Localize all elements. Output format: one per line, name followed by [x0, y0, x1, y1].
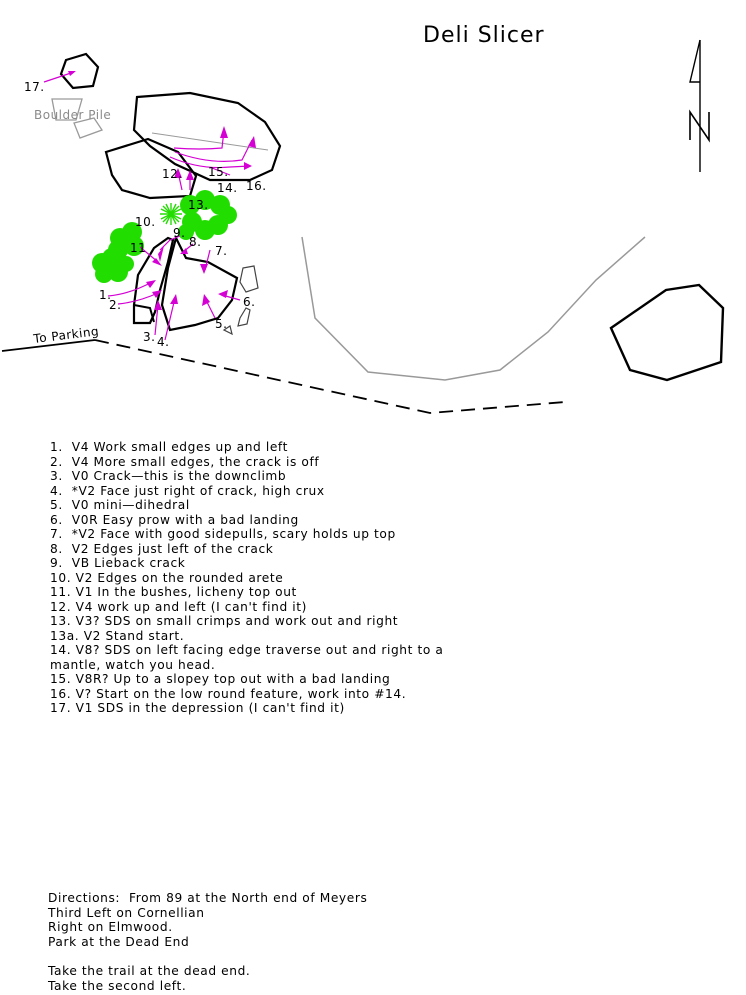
directions-line: Right on Elmwood. [48, 920, 173, 935]
parking-trail [1, 339, 566, 414]
marker-14: 14. [217, 181, 238, 195]
boulder-map: Deli Slicer Boulder Pile [1, 23, 725, 414]
route-5: 5. V0 mini—dihedral [50, 498, 190, 512]
route-17: 17. V1 SDS in the depression (I can't fi… [50, 701, 345, 715]
boulder-pile-label: Boulder Pile [34, 108, 111, 122]
route-6: 6. V0R Easy prow with a bad landing [50, 512, 299, 527]
marker-8: 8. [189, 235, 201, 249]
marker-15: 15. [208, 165, 229, 179]
route-8: 8. V2 Edges just left of the crack [50, 541, 274, 556]
route-14: 14. V8? SDS on left facing edge traverse… [50, 643, 444, 657]
route-15: 15. V8R? Up to a slopey top out with a b… [50, 672, 391, 686]
boulder-main-south-right [160, 234, 239, 332]
small-boulders [222, 265, 259, 336]
route-3: 3. V0 Crack—this is the downclimb [50, 469, 287, 483]
directions-line: Park at the Dead End [48, 934, 190, 949]
route-markers: 1. 2. 3. 4. 5. 6. 7. 8. 9. 10. 11 12. 13… [24, 80, 267, 349]
tree-icon [160, 203, 182, 225]
marker-7: 7. [215, 244, 227, 258]
route-9: 9. VB Lieback crack [50, 556, 186, 570]
bushes [92, 190, 237, 283]
route-14-cont: mantle, watch you head. [50, 657, 216, 672]
marker-10: 10. [135, 215, 156, 229]
boulder-east [609, 283, 725, 382]
route-10: 10. V2 Edges on the rounded arete [50, 570, 284, 585]
route-12: 12. V4 work up and left (I can't find it… [50, 599, 307, 614]
marker-6: 6. [243, 295, 255, 309]
route-4: 4. *V2 Face just right of crack, high cr… [50, 483, 325, 498]
route-list: 1. V4 Work small edges up and left 2. V4… [50, 440, 443, 716]
marker-12: 12. [162, 167, 183, 181]
marker-1: 1. [99, 288, 111, 302]
gray-trail [301, 236, 646, 381]
marker-4: 4. [157, 335, 169, 349]
route-16: 16. V? Start on the low round feature, w… [50, 686, 407, 701]
boulder-17 [59, 52, 100, 90]
route-13: 13. V3? SDS on small crimps and work out… [50, 614, 399, 628]
map-title: Deli Slicer [423, 23, 545, 48]
directions-line: Directions: From 89 at the North end of … [48, 891, 368, 905]
directions: Directions: From 89 at the North end of … [48, 891, 367, 993]
marker-5: 5. [215, 317, 227, 331]
spacer [48, 949, 367, 964]
marker-13: 13. [188, 198, 209, 212]
marker-9: 9. [173, 226, 185, 240]
boulder-pile [51, 98, 103, 139]
marker-2: 2. [109, 298, 121, 312]
north-label: N [691, 139, 692, 141]
marker-16: 16. [246, 179, 267, 193]
route-2: 2. V4 More small edges, the crack is off [50, 454, 320, 469]
trail-line: Take the second left. [48, 978, 187, 993]
route-13a: 13a. V2 Stand start. [50, 628, 185, 643]
route-11: 11. V1 In the bushes, licheny top out [50, 585, 297, 599]
directions-line: Third Left on Cornellian [48, 905, 205, 920]
route-7: 7. *V2 Face with good sidepulls, scary h… [50, 527, 396, 541]
trail-line: Take the trail at the dead end. [48, 963, 251, 978]
marker-3: 3. [143, 330, 155, 344]
north-arrow-icon [689, 39, 710, 172]
marker-17: 17. [24, 80, 45, 94]
route-1: 1. V4 Work small edges up and left [50, 440, 288, 454]
marker-11: 11 [130, 241, 146, 255]
boulder-main-north [132, 91, 282, 182]
